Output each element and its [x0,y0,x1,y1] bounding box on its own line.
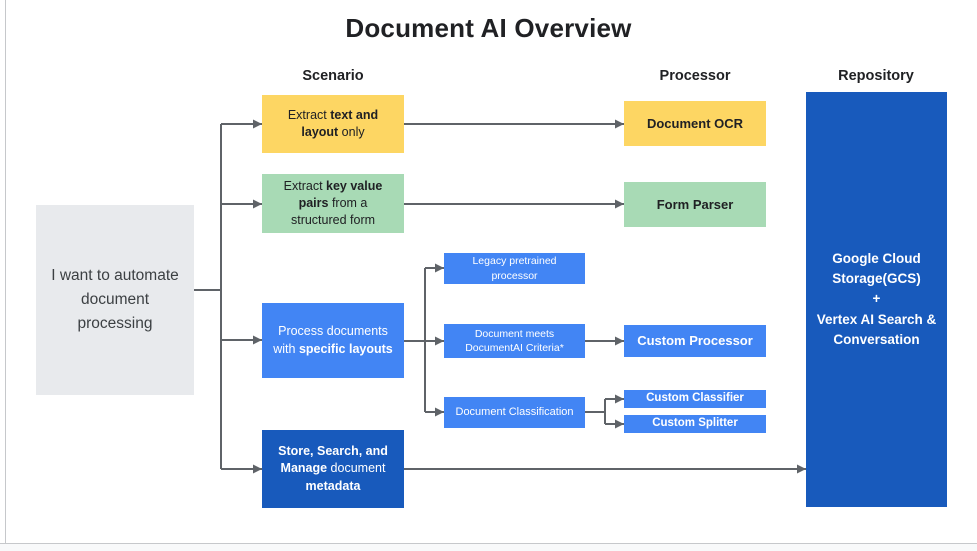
processor-custom-processor: Custom Processor [624,325,766,357]
page-border-bottom [0,543,977,544]
column-header-scenario: Scenario [302,68,364,84]
processor-custom-classifier: Custom Classifier [624,390,766,408]
page-background-below [0,544,977,551]
processor-form-parser: Form Parser [624,182,766,227]
branch-document-classification: Document Classification [444,397,585,428]
column-header-processor: Processor [659,68,731,84]
column-header-repository: Repository [838,68,914,84]
scenario-to-processor-arrows [404,119,624,209]
page-border-left [5,0,6,543]
main-trunk [194,119,262,474]
classification-fork [585,394,624,429]
diagram-title: Document AI Overview [345,13,632,43]
processor-document-ocr: Document OCR [624,101,766,146]
processor-custom-splitter: Custom Splitter [624,415,766,433]
